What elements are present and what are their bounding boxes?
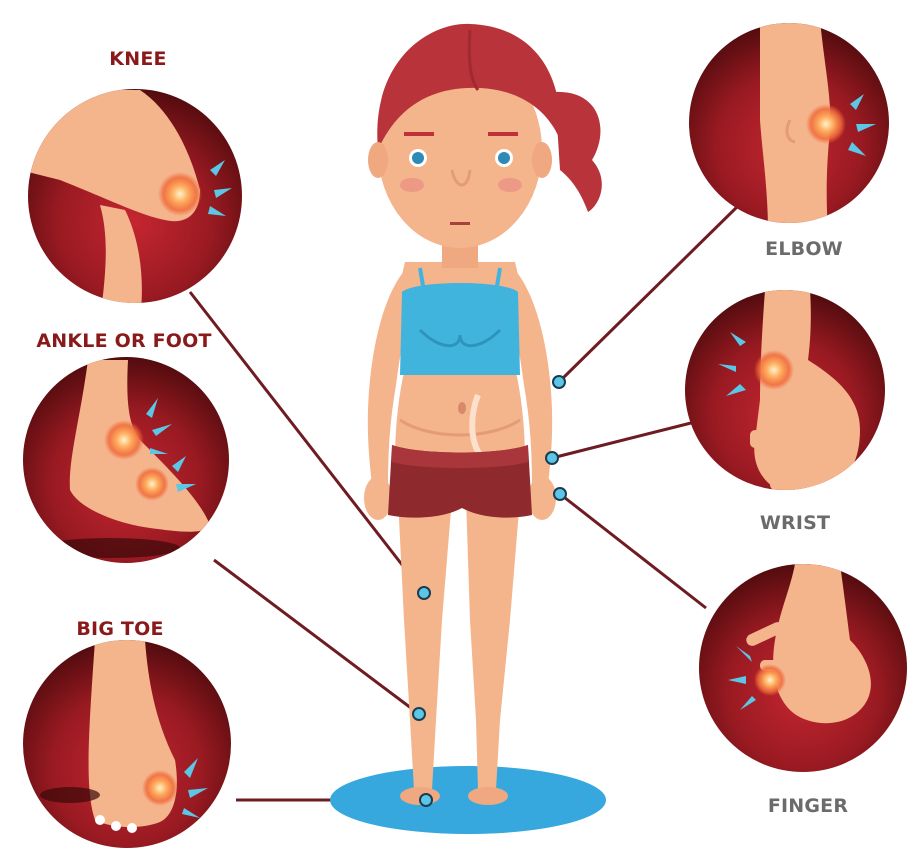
wrist-detail-circle xyxy=(685,290,885,495)
marker-finger xyxy=(554,488,566,500)
big-toe-detail-circle xyxy=(23,640,231,848)
label-big-toe: BIG TOE xyxy=(76,618,163,640)
marker-ankle xyxy=(413,708,425,720)
marker-wrist xyxy=(546,452,558,464)
knee-detail-circle xyxy=(20,89,242,320)
floor-mat xyxy=(330,766,606,834)
label-wrist: WRIST xyxy=(760,512,830,534)
label-ankle-or-foot: ANKLE OR FOOT xyxy=(36,330,211,352)
label-elbow: ELBOW xyxy=(765,238,843,260)
elbow-detail-circle xyxy=(689,20,889,230)
marker-elbow xyxy=(553,376,565,388)
label-knee: KNEE xyxy=(109,48,166,70)
connector-ankle xyxy=(214,560,419,714)
connector-wrist xyxy=(552,423,691,458)
marker-big-toe xyxy=(420,794,432,806)
woman-figure xyxy=(364,24,602,805)
finger-detail-circle xyxy=(699,564,907,772)
label-finger: FINGER xyxy=(768,795,848,817)
ankle-detail-circle xyxy=(23,357,229,563)
connector-finger xyxy=(560,494,706,608)
marker-knee xyxy=(418,587,430,599)
